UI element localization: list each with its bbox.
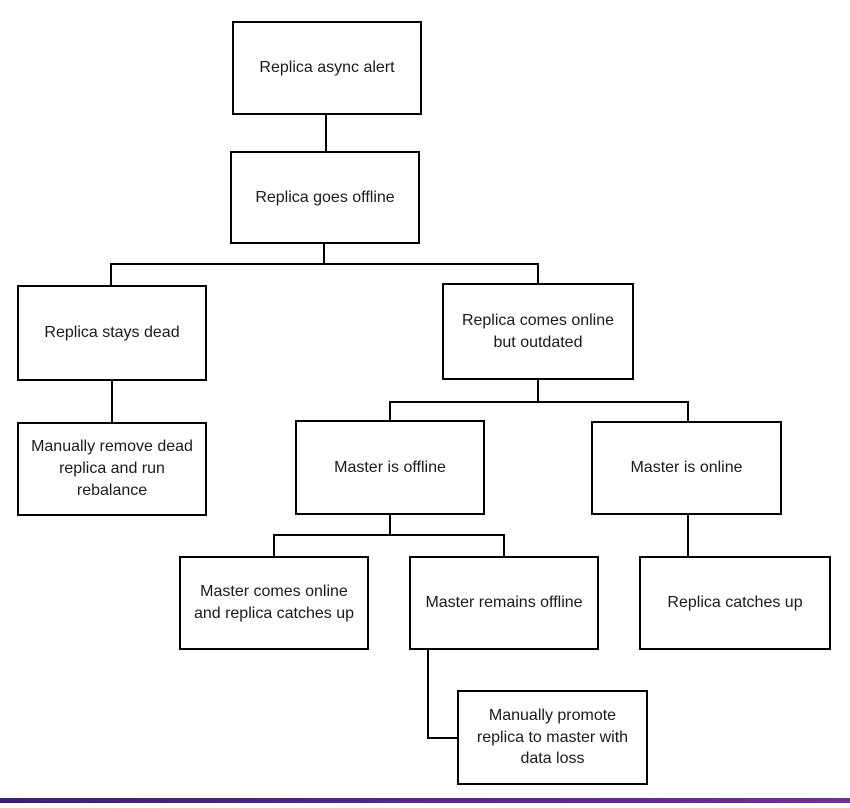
bottom-accent-bar xyxy=(0,798,850,803)
connector-branch-to-master-offline xyxy=(389,401,391,420)
node-manually-remove-dead-replica: Manually remove dead replica and run reb… xyxy=(17,422,207,516)
connector-goes-offline-stem xyxy=(323,244,325,265)
connector-alert-to-goes-offline xyxy=(325,115,327,151)
node-master-comes-online-replica-catches-up: Master comes online and replica catches … xyxy=(179,556,369,650)
node-replica-goes-offline: Replica goes offline xyxy=(230,151,420,244)
connector-branch-to-master-online xyxy=(687,401,689,421)
node-master-is-online: Master is online xyxy=(591,421,782,515)
connector-branch-to-comes-online xyxy=(537,263,539,285)
connector-remains-offline-elbow-vertical xyxy=(427,650,429,739)
connector-branch-to-master-comes-online xyxy=(273,534,275,556)
node-master-remains-offline: Master remains offline xyxy=(409,556,599,650)
node-replica-comes-online-but-outdated: Replica comes online but outdated xyxy=(442,283,634,380)
connector-comes-online-stem xyxy=(537,380,539,403)
node-manually-promote-replica: Manually promote replica to master with … xyxy=(457,690,648,785)
connector-master-online-to-catches-up xyxy=(687,515,689,556)
connector-goes-offline-branch-bar xyxy=(110,263,539,265)
connector-master-offline-branch-bar xyxy=(273,534,505,536)
connector-stays-dead-to-manually-remove xyxy=(111,381,113,422)
connector-branch-to-stays-dead xyxy=(110,263,112,285)
node-master-is-offline: Master is offline xyxy=(295,420,485,515)
node-replica-async-alert: Replica async alert xyxy=(232,21,422,115)
connector-master-offline-stem xyxy=(389,515,391,536)
connector-remains-offline-elbow-horizontal xyxy=(427,737,457,739)
connector-branch-to-master-remains-offline xyxy=(503,534,505,556)
node-replica-catches-up: Replica catches up xyxy=(639,556,831,650)
connector-comes-online-branch-bar xyxy=(389,401,689,403)
node-replica-stays-dead: Replica stays dead xyxy=(17,285,207,381)
